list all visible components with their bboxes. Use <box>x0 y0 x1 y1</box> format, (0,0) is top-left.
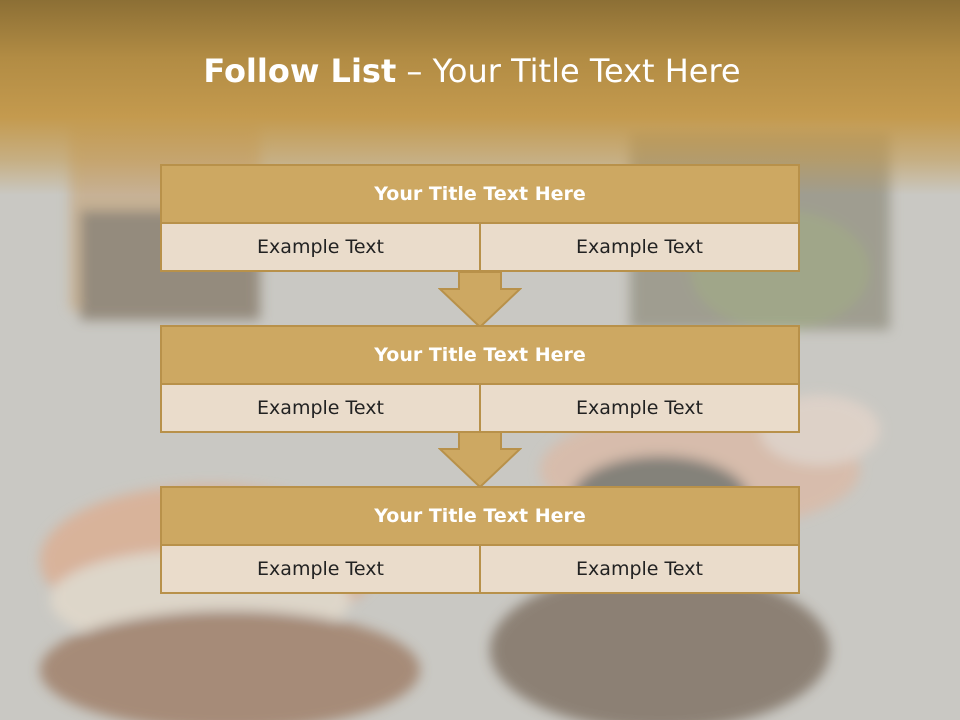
block-cell-left: Example Text <box>162 224 481 270</box>
block-cell-left: Example Text <box>162 385 481 431</box>
down-arrow-icon <box>438 431 522 489</box>
block-cell-right: Example Text <box>481 224 798 270</box>
block-title: Your Title Text Here <box>162 488 798 546</box>
flow-block-2: Your Title Text Here Example Text Exampl… <box>160 325 800 433</box>
slide-title: Follow List – Your Title Text Here <box>0 52 944 90</box>
slide-title-bold: Follow List <box>203 52 397 90</box>
block-cell-right: Example Text <box>481 385 798 431</box>
down-arrow-icon <box>438 271 522 329</box>
block-cell-right: Example Text <box>481 546 798 592</box>
title-band <box>0 0 960 195</box>
flow-block-1: Your Title Text Here Example Text Exampl… <box>160 164 800 272</box>
block-cell-left: Example Text <box>162 546 481 592</box>
flow-block-3: Your Title Text Here Example Text Exampl… <box>160 486 800 594</box>
block-row: Example Text Example Text <box>162 546 798 592</box>
slide-title-rest: – Your Title Text Here <box>396 52 741 90</box>
block-row: Example Text Example Text <box>162 385 798 431</box>
block-title: Your Title Text Here <box>162 166 798 224</box>
block-row: Example Text Example Text <box>162 224 798 270</box>
block-title: Your Title Text Here <box>162 327 798 385</box>
